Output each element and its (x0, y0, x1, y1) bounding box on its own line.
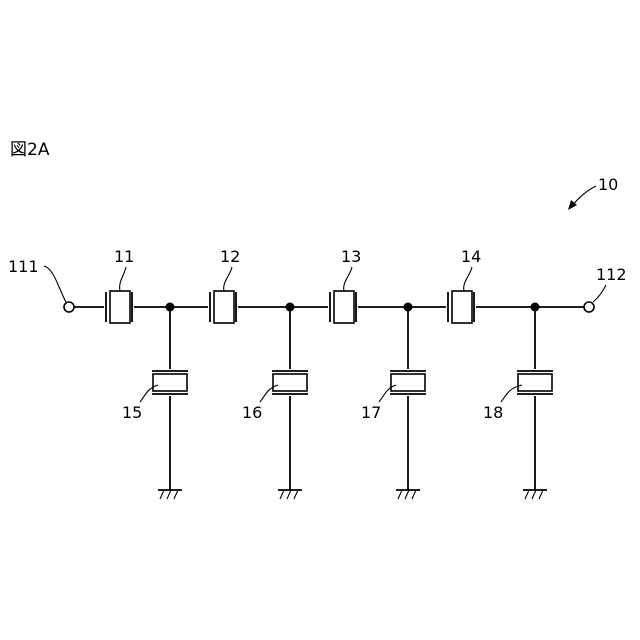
series-resonator-11 (106, 291, 132, 323)
series-resonator-11-leader (120, 267, 126, 291)
series-resonator-13-label: 13 (341, 247, 361, 266)
series-resonator-14-label: 14 (461, 247, 481, 266)
series-resonator-13 (330, 291, 356, 323)
parallel-resonator-17 (390, 307, 426, 499)
series-resonator-14-leader (464, 267, 472, 291)
input-terminal-label: 111 (8, 257, 39, 276)
series-resonator-14 (448, 291, 474, 323)
series-resonator-12-leader (224, 267, 232, 291)
series-resonator-11-label: 11 (114, 247, 134, 266)
parallel-resonator-18-label: 18 (483, 403, 503, 422)
filter-ref-label: 10 (598, 175, 618, 194)
figure-label: 図2A (10, 140, 50, 160)
parallel-resonator-15-label: 15 (122, 403, 142, 422)
input-terminal (64, 302, 74, 312)
parallel-resonator-15 (152, 307, 188, 499)
output-terminal-leader (593, 285, 606, 302)
parallel-resonator-18 (517, 307, 553, 499)
filter-ref-arrow (568, 186, 596, 210)
output-terminal (584, 302, 594, 312)
series-resonator-13-leader (344, 267, 352, 291)
output-terminal-label: 112 (596, 265, 627, 284)
parallel-resonator-16 (272, 307, 308, 499)
series-resonator-12 (210, 291, 236, 323)
parallel-resonator-17-label: 17 (361, 403, 381, 422)
series-resonator-12-label: 12 (220, 247, 240, 266)
input-terminal-leader (44, 266, 66, 302)
parallel-resonator-16-label: 16 (242, 403, 262, 422)
